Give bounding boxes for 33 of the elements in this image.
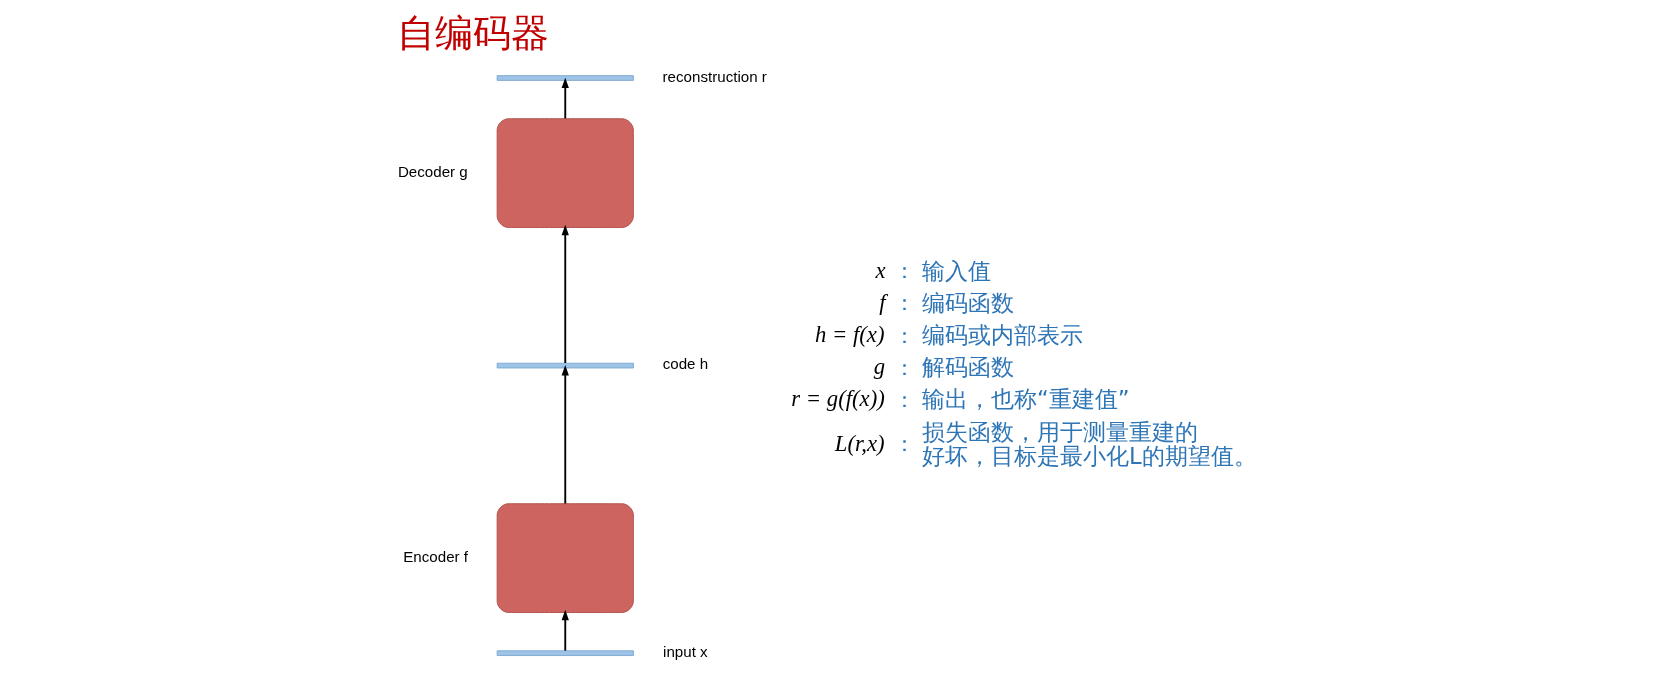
label: 编码或内部表示 xyxy=(921,322,1083,349)
node-label: code h xyxy=(662,355,709,373)
node-label: input x xyxy=(663,642,708,660)
arrow xyxy=(561,365,569,505)
label: ： xyxy=(893,432,915,456)
label: r = g(f(x)) xyxy=(791,386,885,412)
node-box xyxy=(496,118,634,228)
node-bar xyxy=(496,75,634,81)
node-label: reconstruction r xyxy=(662,67,767,85)
arrow xyxy=(561,224,569,364)
node-bar xyxy=(496,362,634,369)
label: ： xyxy=(893,291,915,315)
arrow xyxy=(561,77,569,120)
label: 损失函数，用于测量重建的好坏，目标是最小化L的期望值。 xyxy=(921,418,1257,470)
label: 输出，也称“重建值” xyxy=(921,386,1130,413)
label: 解码函数 xyxy=(921,354,1014,381)
label: 编码函数 xyxy=(921,289,1014,316)
label: h = f(x) xyxy=(814,322,885,348)
label: f xyxy=(879,289,886,315)
label: ： xyxy=(893,259,915,283)
node-label: Encoder f xyxy=(403,547,469,565)
label: L(r,x) xyxy=(834,430,885,456)
node-bar xyxy=(496,650,634,656)
diagram-title: 自编码器 xyxy=(397,11,550,54)
label: ： xyxy=(893,355,915,379)
label: 输入值 xyxy=(921,257,991,284)
label: g xyxy=(873,354,885,380)
node-box xyxy=(496,503,634,613)
arrow xyxy=(561,609,569,652)
label: ： xyxy=(893,387,915,411)
label: x xyxy=(875,257,886,283)
label: ： xyxy=(893,323,915,347)
node-label: Decoder g xyxy=(397,162,468,180)
